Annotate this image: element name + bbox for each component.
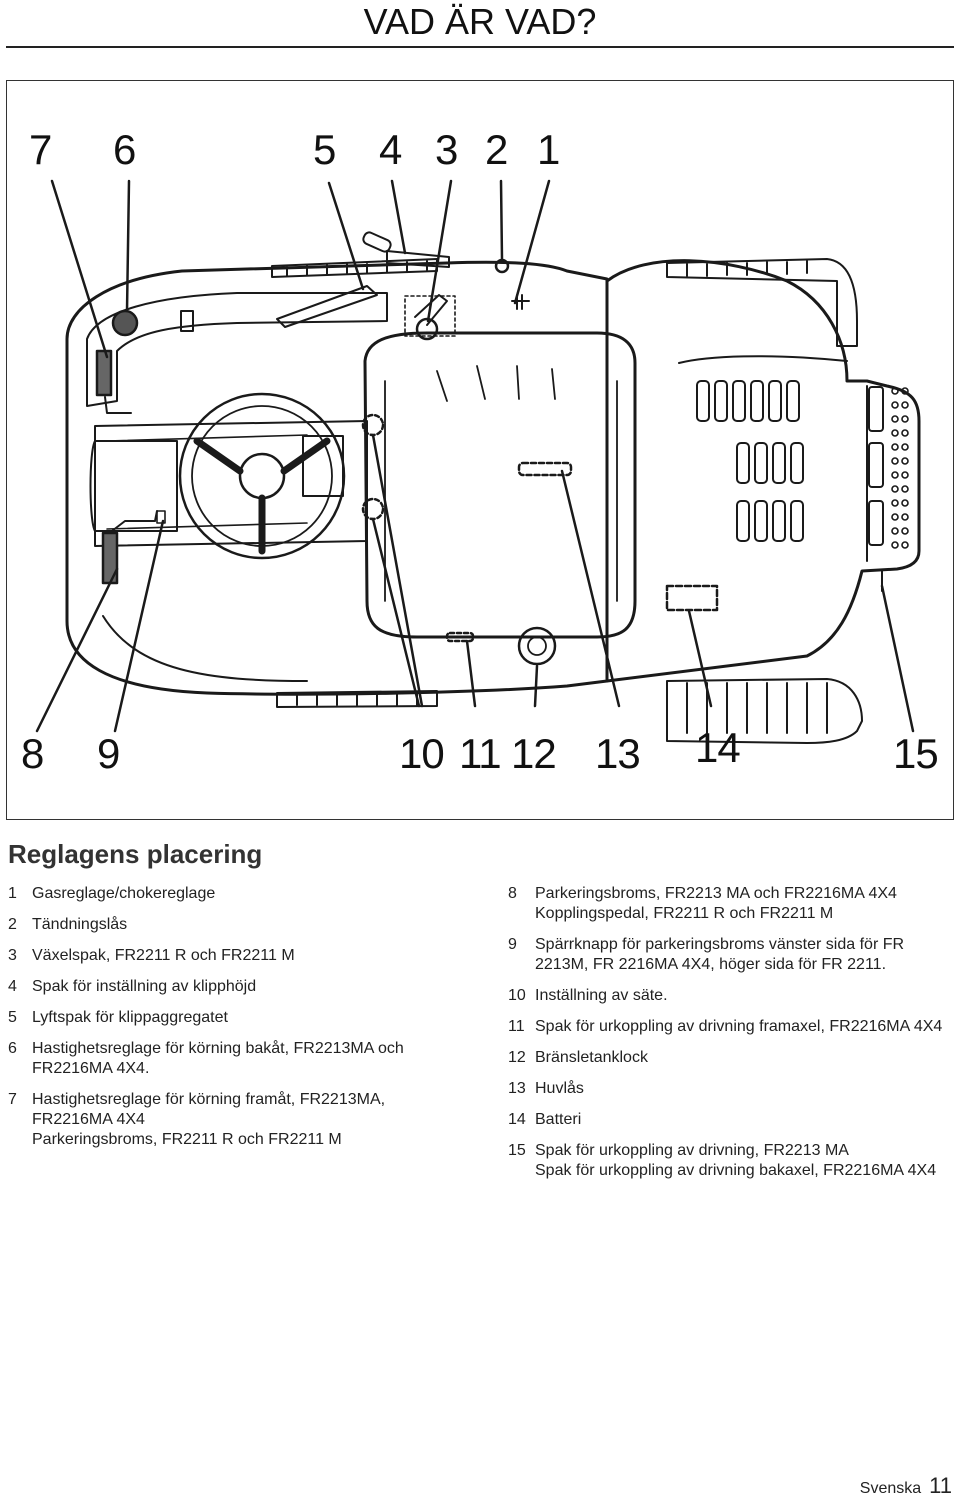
callout-15: 15 [893, 730, 939, 777]
hood-grille [696, 380, 884, 546]
legend-item-text: Lyftspak för klippaggregatet [32, 1009, 228, 1026]
legend-item: 3 Växelspak, FR2211 R och FR2211 M [8, 946, 458, 966]
callout-1: 1 [537, 126, 560, 173]
legend-item-text: Bränsletanklock [535, 1049, 648, 1066]
legend-item-text: Parkeringsbroms, FR2213 MA och FR2216MA … [535, 885, 897, 902]
control-knob-6 [111, 309, 139, 337]
legend-item-text: Hastighetsreglage för körning bakåt, FR2… [32, 1040, 404, 1057]
front-tyre-top [666, 258, 858, 347]
legend-item-number: 14 [508, 1111, 526, 1128]
mower-illustration [35, 179, 921, 744]
legend-item-number: 7 [8, 1091, 17, 1108]
legend-item: 12 Bränsletanklock [508, 1048, 958, 1068]
legend-item: 14 Batteri [508, 1110, 958, 1130]
legend-item-text: FR2216MA 4X4 [32, 1111, 145, 1128]
footer-language: Svenska [859, 1480, 922, 1497]
legend-item-text: Hastighetsreglage för körning framåt, FR… [32, 1091, 386, 1108]
callout-8: 8 [21, 730, 44, 777]
legend-item-number: 11 [508, 1018, 525, 1035]
lift-lever [276, 285, 378, 328]
legend-item-number: 8 [508, 885, 517, 902]
legend-item: 13 Huvlås [508, 1079, 958, 1099]
lever-7 [95, 349, 113, 397]
legend-list-right: 8 Parkeringsbroms, FR2213 MA och FR2216MA… [508, 884, 958, 1192]
battery-area [665, 584, 719, 612]
fuel-cap [517, 626, 557, 666]
legend-list-left: 1 Gasreglage/chokereglage 2 Tändningslås 3 Vä… [8, 884, 458, 1161]
legend-item-number: 2 [8, 916, 17, 933]
legend-item: 1 Gasreglage/chokereglage [8, 884, 458, 904]
legend-item-text: Spak för inställning av klipphöjd [32, 978, 257, 995]
callout-11: 11 [459, 730, 502, 777]
legend-item-text: Spak för urkoppling av drivning bakaxel,… [535, 1162, 937, 1179]
legend-item: 5 Lyftspak för klippaggregatet [8, 1008, 458, 1028]
legend-item-text: Växelspak, FR2211 R och FR2211 M [32, 947, 295, 964]
legend-item-text: 2213M, FR 2216MA 4X4, höger sida för FR … [535, 956, 887, 973]
legend-item: 11 Spak för urkoppling av drivning framax… [508, 1017, 958, 1037]
callout-13: 13 [595, 730, 641, 777]
callout-10: 10 [399, 730, 445, 777]
legend-item-text: Kopplingspedal, FR2211 R och FR2211 M [535, 905, 834, 922]
legend-item: 6 Hastighetsreglage för körning bakåt, FR… [8, 1039, 458, 1079]
hood-latch [517, 461, 573, 477]
legend-item: 7 Hastighetsreglage för körning framåt, F… [8, 1090, 458, 1150]
legend-item-text: Spärrknapp för parkeringsbroms vänster s… [535, 936, 905, 953]
legend-item-number: 10 [508, 987, 526, 1004]
title-divider [6, 46, 954, 48]
legend-item-number: 3 [8, 947, 17, 964]
callout-5: 5 [313, 126, 336, 173]
leader-lines [35, 179, 915, 733]
seat [363, 331, 637, 639]
legend-item-number: 6 [8, 1040, 17, 1057]
hood-vents [891, 387, 909, 549]
legend-item: 4 Spak för inställning av klipphöjd [8, 977, 458, 997]
callout-7: 7 [29, 126, 52, 173]
legend-item-number: 15 [508, 1142, 526, 1159]
legend-item: 2 Tändningslås [8, 915, 458, 935]
legend-item: 15 Spak för urkoppling av drivning, FR221… [508, 1141, 958, 1181]
legend-item: 9 Spärrknapp för parkeringsbroms vänster … [508, 935, 958, 975]
callout-4: 4 [379, 126, 402, 173]
callout-6: 6 [113, 126, 136, 173]
legend-item-text: FR2216MA 4X4. [32, 1060, 150, 1077]
legend-item-text: Spak för urkoppling av drivning, FR2213 … [535, 1142, 849, 1159]
legend-item-number: 5 [8, 1009, 17, 1026]
legend-item-text: Gasreglage/chokereglage [32, 885, 216, 902]
mower-diagram: 7 6 5 4 3 2 1 8 9 10 11 12 13 14 15 [6, 80, 954, 820]
callout-9: 9 [97, 730, 120, 777]
gear-knob [415, 317, 439, 341]
steering-wheel [178, 392, 346, 560]
page-footer: Svenska 11 [859, 1473, 952, 1499]
legend-item-number: 9 [508, 936, 517, 953]
pedal-9-button [156, 510, 166, 524]
legend-item-text: Inställning av säte. [535, 987, 668, 1004]
legend-item-text: Parkeringsbroms, FR2211 R och FR2211 M [32, 1131, 342, 1148]
legend-item-number: 1 [8, 885, 17, 902]
legend-item-text: Tändningslås [32, 916, 128, 933]
rear-tyre-bottom [276, 690, 438, 708]
legend-item-number: 4 [8, 978, 17, 995]
page-number: 11 [929, 1473, 952, 1498]
chassis-outline [65, 260, 609, 696]
legend-item-text: Spak för urkoppling av drivning framaxel… [535, 1018, 943, 1035]
callout-2: 2 [485, 126, 508, 173]
legend-item: 8 Parkeringsbroms, FR2213 MA och FR2216MA… [508, 884, 958, 924]
legend-item-text: Batteri [535, 1111, 582, 1128]
callout-14: 14 [695, 724, 741, 771]
legend-item-text: Huvlås [535, 1080, 584, 1097]
section-title: Reglagens placering [8, 839, 263, 869]
legend-item-number: 12 [508, 1049, 526, 1066]
front-tyre-bottom [666, 678, 863, 744]
page-title: VAD ÄR VAD? [363, 1, 597, 42]
callout-3: 3 [435, 126, 458, 173]
legend-item: 10 Inställning av säte. [508, 986, 958, 1006]
hood [605, 259, 921, 683]
callout-12: 12 [511, 730, 557, 777]
legend-item-number: 13 [508, 1080, 526, 1097]
